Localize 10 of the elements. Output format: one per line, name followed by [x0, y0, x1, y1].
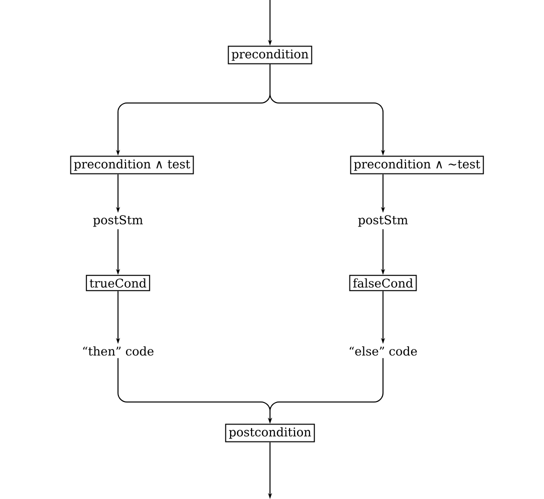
process-box: precondition ∧ ~test	[350, 156, 484, 174]
process-box: trueCond	[86, 274, 150, 292]
text-label: “else” code	[350, 346, 417, 356]
process-box: precondition	[228, 46, 312, 64]
process-box: postcondition	[225, 424, 315, 442]
text-label: “then” code	[83, 346, 154, 356]
text-label: postStm	[93, 215, 143, 227]
process-box: falseCond	[349, 274, 417, 292]
process-box: precondition ∧ test	[70, 156, 194, 174]
text-label: postStm	[358, 215, 408, 227]
